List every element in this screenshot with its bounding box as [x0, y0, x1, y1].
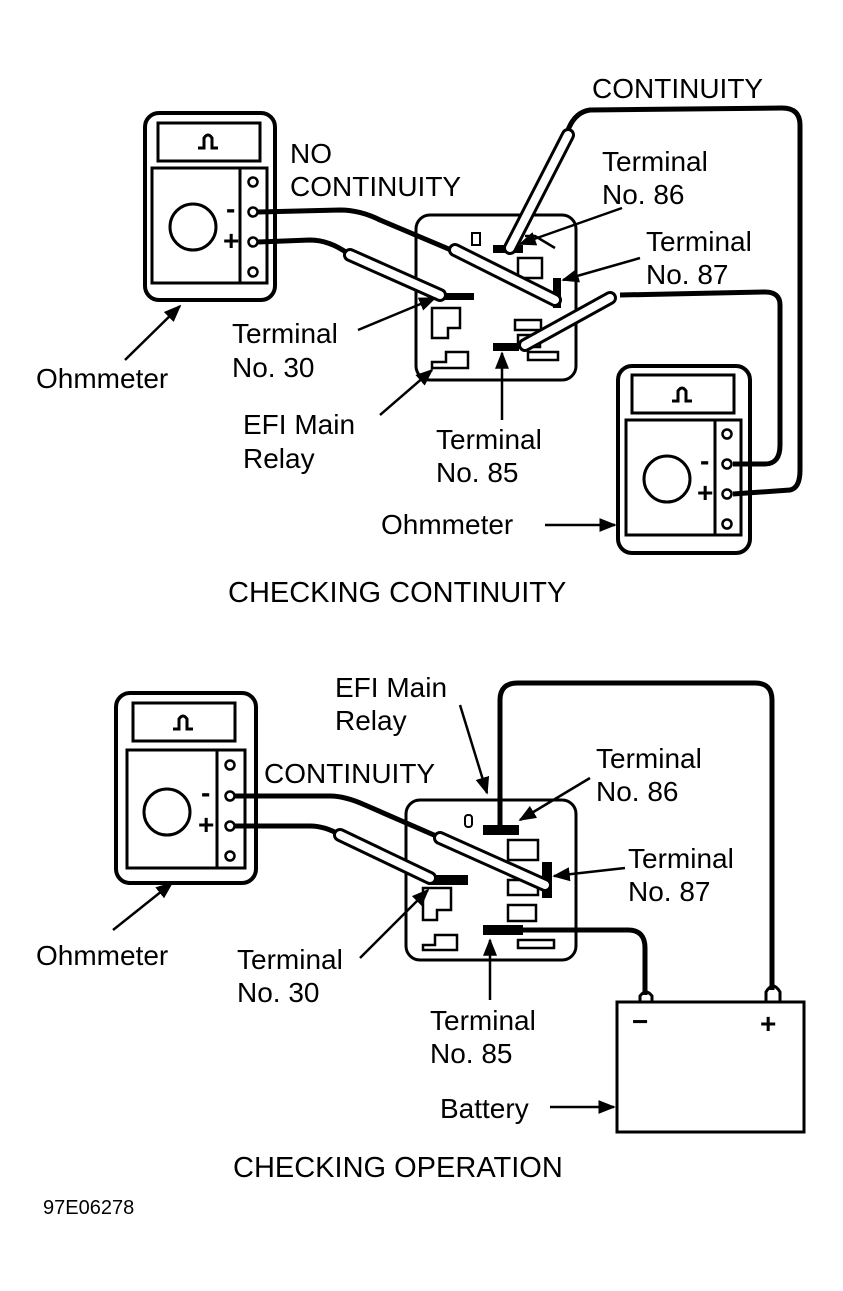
meter-dial [168, 202, 218, 252]
meter-body [143, 111, 277, 302]
minus-symbol: - [700, 445, 709, 476]
ohm-pulse-icon [198, 133, 218, 150]
jack-plus [247, 236, 259, 248]
label-efi-relay-2: Relay [243, 443, 315, 474]
label-terminal-30-no: No. 30 [232, 352, 315, 383]
wire-battery-minus [518, 927, 648, 995]
label-terminal-86: Terminal [602, 146, 708, 177]
label-terminal-86: Terminal [596, 743, 702, 774]
label-ohmmeter-right: Ohmmeter [381, 509, 513, 540]
top-panel: - + [36, 73, 803, 609]
ohmmeter-bottom: - + [114, 691, 258, 885]
figure-id: 97E06278 [43, 1197, 134, 1219]
label-no-continuity: NO [290, 138, 332, 169]
caption-checking-operation: CHECKING OPERATION [233, 1152, 563, 1184]
label-terminal-30: Terminal [232, 318, 338, 349]
ohmmeter-left: - + [143, 111, 277, 302]
terminal-85 [483, 925, 523, 935]
caption-checking-continuity: CHECKING CONTINUITY [228, 577, 566, 609]
battery-plus-symbol: + [760, 1008, 776, 1039]
label-terminal-85: Terminal [436, 424, 542, 455]
label-efi-relay: EFI Main [243, 409, 355, 440]
terminal-87 [553, 278, 561, 308]
bottom-panel: - + − + EFI Main [36, 672, 806, 1184]
label-terminal-87-no: No. 87 [646, 259, 729, 290]
battery: − + [615, 984, 806, 1134]
terminal-30 [437, 293, 474, 300]
ohm-pulse-icon [173, 714, 193, 731]
probe-wire-minus [257, 207, 471, 261]
plus-symbol: + [697, 477, 713, 508]
terminal-85 [493, 343, 519, 351]
jack [247, 176, 259, 188]
label-terminal-85-no: No. 85 [436, 457, 519, 488]
label-terminal-87-no: No. 87 [628, 876, 711, 907]
label-terminal-30-no: No. 30 [237, 977, 320, 1008]
label-no-continuity-2: CONTINUITY [290, 171, 461, 202]
meter-face [150, 166, 269, 285]
probe-wire-minus-right [619, 289, 783, 467]
probe-wire-plus [257, 237, 352, 258]
label-terminal-86-no: No. 86 [602, 179, 685, 210]
terminal-30 [428, 875, 468, 885]
label-efi-relay: EFI Main [335, 672, 447, 703]
probe-wire-plus-right [565, 105, 803, 497]
label-continuity: CONTINUITY [592, 73, 763, 104]
label-efi-relay-2: Relay [335, 705, 407, 736]
jack-minus [247, 206, 259, 218]
minus-symbol: - [226, 193, 235, 224]
label-terminal-30: Terminal [237, 944, 343, 975]
label-terminal-86-no: No. 86 [596, 776, 679, 807]
plus-symbol: + [223, 225, 239, 256]
meter-display [156, 121, 262, 163]
terminal-86 [483, 825, 519, 835]
label-terminal-85-no: No. 85 [430, 1038, 513, 1069]
minus-symbol: - [201, 777, 210, 808]
jack [247, 266, 259, 278]
wire-battery-plus [497, 680, 775, 990]
label-terminal-87: Terminal [628, 843, 734, 874]
label-terminal-87: Terminal [646, 226, 752, 257]
label-battery: Battery [440, 1093, 529, 1124]
battery-minus-symbol: − [632, 1006, 648, 1037]
label-terminal-85: Terminal [430, 1005, 536, 1036]
label-continuity: CONTINUITY [264, 758, 435, 789]
label-ohmmeter: Ohmmeter [36, 940, 168, 971]
plus-symbol: + [198, 809, 214, 840]
label-ohmmeter-left: Ohmmeter [36, 363, 168, 394]
ohm-pulse-icon [672, 386, 692, 403]
ohmmeter-right: - + [616, 364, 752, 555]
